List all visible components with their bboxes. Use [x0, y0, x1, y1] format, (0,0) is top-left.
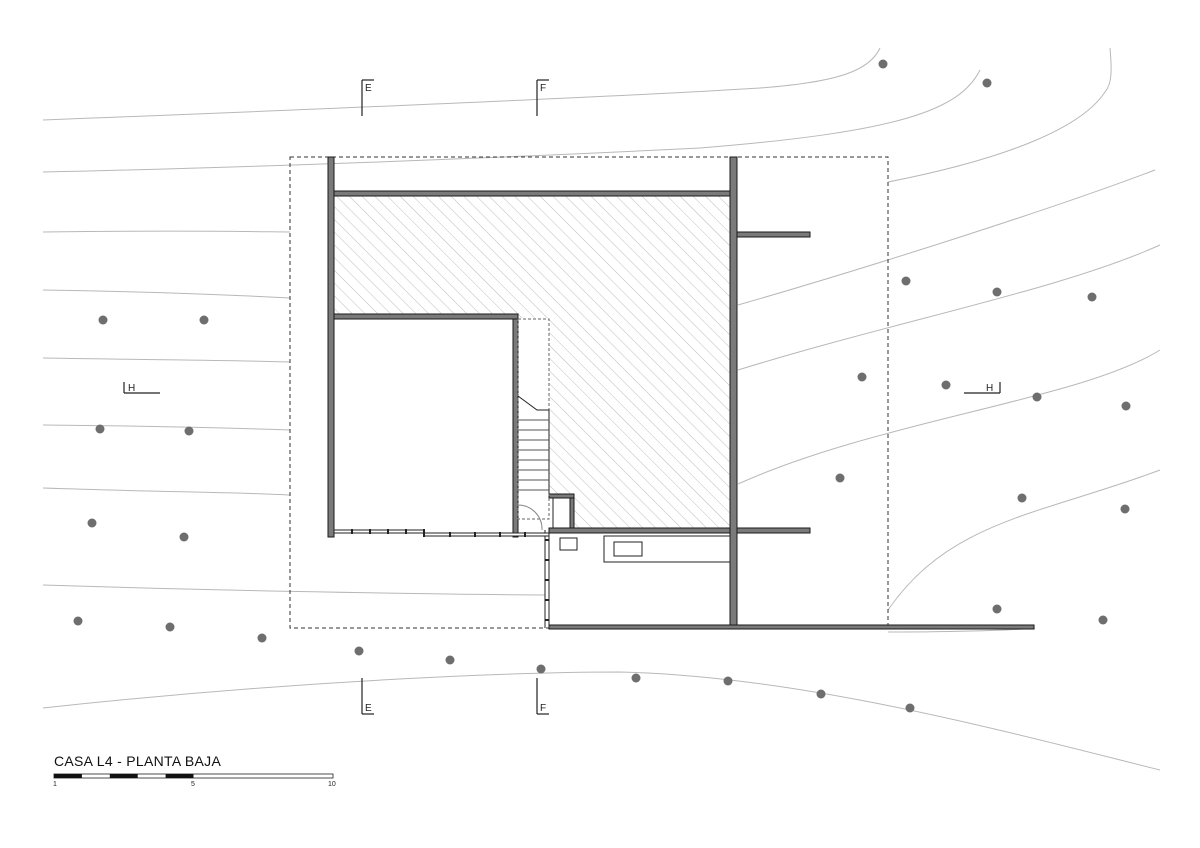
section-marker-e-top	[361, 79, 374, 116]
wall-bath-east	[569, 497, 575, 531]
kitchen-counter	[603, 535, 731, 563]
tree-dot	[992, 604, 1002, 614]
stair-outline	[517, 395, 550, 494]
contour-line	[42, 469, 1161, 611]
contour-line	[42, 671, 1161, 771]
trees	[73, 59, 1131, 713]
tree-dot	[992, 287, 1002, 297]
stair-treads	[518, 419, 549, 491]
wall-east-spur-top	[736, 231, 811, 238]
wall-bath-top	[548, 493, 575, 499]
scale-bar-segments	[54, 774, 194, 778]
section-label-f-top: F	[540, 83, 546, 94]
tree-dot	[878, 59, 888, 69]
section-label-h-right: H	[986, 383, 993, 394]
tree-dot	[1098, 615, 1108, 625]
contour-line	[42, 244, 1161, 371]
wall-room-east	[512, 318, 519, 538]
interior-details	[517, 318, 731, 628]
upper-floor-outline	[517, 318, 550, 520]
contour-line	[42, 169, 1156, 306]
scale-bar-segment	[109, 774, 138, 778]
tree-dot	[179, 532, 189, 542]
scale-bar: 1 5 10	[53, 773, 336, 788]
tree-dot	[257, 633, 267, 643]
tree-dot	[536, 664, 546, 674]
tree-dot	[857, 372, 867, 382]
tree-dot	[73, 616, 83, 626]
scale-bar-segment	[54, 774, 82, 778]
section-label-f-bottom: F	[540, 703, 546, 714]
tree-dot	[98, 315, 108, 325]
tree-dot	[835, 473, 845, 483]
wall-west-upper	[327, 156, 335, 538]
tree-dot	[723, 676, 733, 686]
glazing-strip	[423, 532, 550, 537]
wall-room-top	[333, 313, 519, 320]
tree-dot	[1017, 493, 1027, 503]
section-label-e-bottom: E	[365, 703, 372, 714]
glazing-strip	[333, 529, 425, 534]
tree-dot	[199, 315, 209, 325]
tree-dot	[354, 646, 364, 656]
walls	[327, 156, 1035, 630]
wall-east	[729, 156, 738, 628]
door-swing	[517, 504, 543, 531]
tree-dot	[901, 276, 911, 286]
contour-line	[42, 69, 981, 173]
section-marker-h-left	[123, 382, 160, 394]
scale-bar-segment	[165, 774, 194, 778]
section-marker-e-bottom	[361, 678, 374, 715]
tree-dot	[941, 380, 951, 390]
tree-dot	[95, 424, 105, 434]
wall-east-spur-bottom	[736, 527, 811, 534]
bath-fixture	[559, 537, 578, 551]
tree-dot	[631, 673, 641, 683]
scale-tick-label-1: 1	[53, 781, 57, 788]
tree-dot	[165, 622, 175, 632]
drawing-title: CASA L4 - PLANTA BAJA	[54, 753, 221, 769]
tree-dot	[87, 518, 97, 528]
tree-dot	[982, 78, 992, 88]
glazing-mullions	[351, 529, 549, 621]
tree-dot	[1087, 292, 1097, 302]
scale-tick-label-5: 5	[191, 781, 195, 788]
section-label-h-left: H	[128, 383, 135, 394]
tree-dot	[816, 689, 826, 699]
tree-dot	[184, 426, 194, 436]
section-marker-f-bottom	[536, 678, 549, 715]
wall-south-mid	[548, 527, 731, 534]
contour-line	[42, 47, 881, 121]
tree-dot	[905, 703, 915, 713]
section-marker-h-right	[964, 382, 1001, 394]
wall-south-base	[548, 624, 1035, 630]
scale-tick-label-10: 10	[328, 781, 336, 788]
glazing-south	[333, 529, 550, 621]
kitchen-sink	[613, 541, 643, 557]
tree-dot	[445, 655, 455, 665]
wall-north	[333, 190, 731, 197]
tree-dot	[1120, 504, 1130, 514]
section-marker-f-top	[536, 79, 549, 116]
contour-line	[42, 47, 1112, 233]
terrain-contours	[42, 47, 1161, 771]
section-label-e-top: E	[365, 83, 372, 94]
tree-dot	[1032, 392, 1042, 402]
tree-dot	[1121, 401, 1131, 411]
hatched-deck-area	[334, 196, 730, 528]
contour-line	[42, 584, 546, 596]
